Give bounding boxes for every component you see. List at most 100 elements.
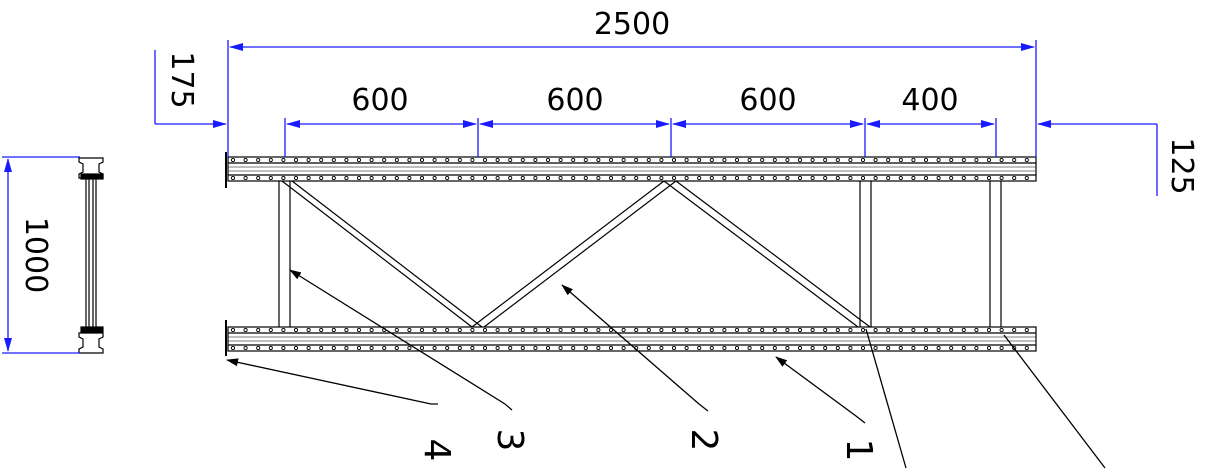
chord-hole: [722, 157, 727, 163]
bottom-chord-holes: [230, 327, 1029, 351]
chord-hole: [911, 345, 916, 351]
dimension-label-frame-depth: 1000: [18, 217, 53, 293]
chord-hole: [860, 175, 866, 181]
chord-hole: [722, 327, 727, 333]
chord-hole: [457, 345, 462, 351]
chord-hole: [797, 175, 803, 181]
chord-hole: [671, 327, 677, 333]
chord-hole: [230, 175, 236, 181]
chord-hole: [961, 327, 966, 333]
chord-hole: [772, 175, 777, 181]
chord-hole: [923, 157, 929, 163]
chord-hole: [1012, 175, 1017, 181]
chord-hole: [760, 327, 765, 333]
chord-hole: [923, 345, 929, 351]
chord-hole: [659, 157, 664, 163]
chord-hole: [684, 157, 689, 163]
chord-hole: [848, 175, 853, 181]
chord-hole: [810, 345, 815, 351]
chord-hole: [886, 157, 891, 163]
chord-hole: [709, 327, 714, 333]
chord-hole: [860, 327, 866, 333]
chord-hole: [369, 327, 374, 333]
chord-hole: [331, 345, 336, 351]
chord-hole: [659, 345, 664, 351]
chord-hole: [923, 175, 929, 181]
chord-hole: [646, 175, 651, 181]
chord-hole: [873, 327, 878, 333]
vertical-brace-left: [278, 181, 291, 327]
chord-hole: [344, 157, 349, 163]
chord-hole: [810, 175, 815, 181]
chord-hole: [671, 157, 677, 163]
chord-hole: [382, 175, 387, 181]
chord-hole: [256, 175, 261, 181]
chord-hole: [936, 345, 941, 351]
chord-hole: [961, 175, 966, 181]
chord-hole: [722, 175, 727, 181]
chord-hole: [986, 157, 992, 163]
chord-hole: [394, 327, 399, 333]
chord-hole: [974, 327, 979, 333]
chord-hole: [520, 345, 525, 351]
side-view-bottom-cap: [78, 332, 104, 354]
chord-hole: [747, 327, 752, 333]
chord-hole: [495, 327, 500, 333]
chord-hole: [911, 157, 916, 163]
dimension-label-overall-length: 2500: [594, 7, 670, 42]
chord-hole: [432, 157, 437, 163]
chord-hole: [734, 345, 740, 351]
chord-hole: [356, 345, 362, 351]
chord-hole: [407, 175, 412, 181]
chord-hole: [583, 175, 588, 181]
chord-hole: [949, 327, 954, 333]
chord-hole: [835, 327, 840, 333]
chord-hole: [785, 175, 790, 181]
chord-hole: [407, 345, 412, 351]
chord-hole: [369, 157, 374, 163]
chord-hole: [999, 327, 1004, 333]
top-chord-holes: [230, 157, 1029, 181]
chord-hole: [646, 327, 651, 333]
chord-hole: [344, 345, 349, 351]
chord-hole: [470, 157, 475, 163]
chord-hole: [835, 157, 840, 163]
chord-hole: [898, 157, 903, 163]
chord-hole: [974, 157, 979, 163]
chord-hole: [734, 157, 740, 163]
chord-hole: [268, 157, 273, 163]
chord-hole: [520, 175, 525, 181]
chord-hole: [923, 327, 929, 333]
chord-hole: [898, 175, 903, 181]
chord-hole: [571, 327, 576, 333]
chord-hole: [823, 157, 828, 163]
dimension-label-spacing-1: 600: [351, 83, 408, 118]
chord-hole: [558, 345, 563, 351]
chord-hole: [230, 345, 236, 351]
chord-hole: [520, 157, 525, 163]
chord-hole: [860, 157, 866, 163]
chord-hole: [848, 157, 853, 163]
diagonal-brace-3: [663, 180, 871, 328]
diagonal-brace-1: [281, 180, 483, 328]
chord-hole: [369, 175, 374, 181]
chord-hole: [293, 327, 299, 333]
chord-hole: [697, 345, 702, 351]
side-view: [78, 157, 104, 354]
chord-hole: [634, 327, 639, 333]
chord-hole: [697, 157, 702, 163]
chord-hole: [646, 345, 651, 351]
chord-hole: [697, 327, 702, 333]
chord-hole: [571, 345, 576, 351]
chord-hole: [936, 327, 941, 333]
chord-hole: [949, 157, 954, 163]
chord-hole: [319, 175, 324, 181]
chord-hole: [621, 327, 626, 333]
chord-hole: [243, 157, 248, 163]
chord-hole: [558, 175, 563, 181]
chord-hole: [293, 175, 299, 181]
chord-hole: [419, 175, 425, 181]
chord-hole: [898, 327, 903, 333]
chord-hole: [1024, 327, 1029, 333]
vertical-brace-right: [989, 181, 1002, 327]
